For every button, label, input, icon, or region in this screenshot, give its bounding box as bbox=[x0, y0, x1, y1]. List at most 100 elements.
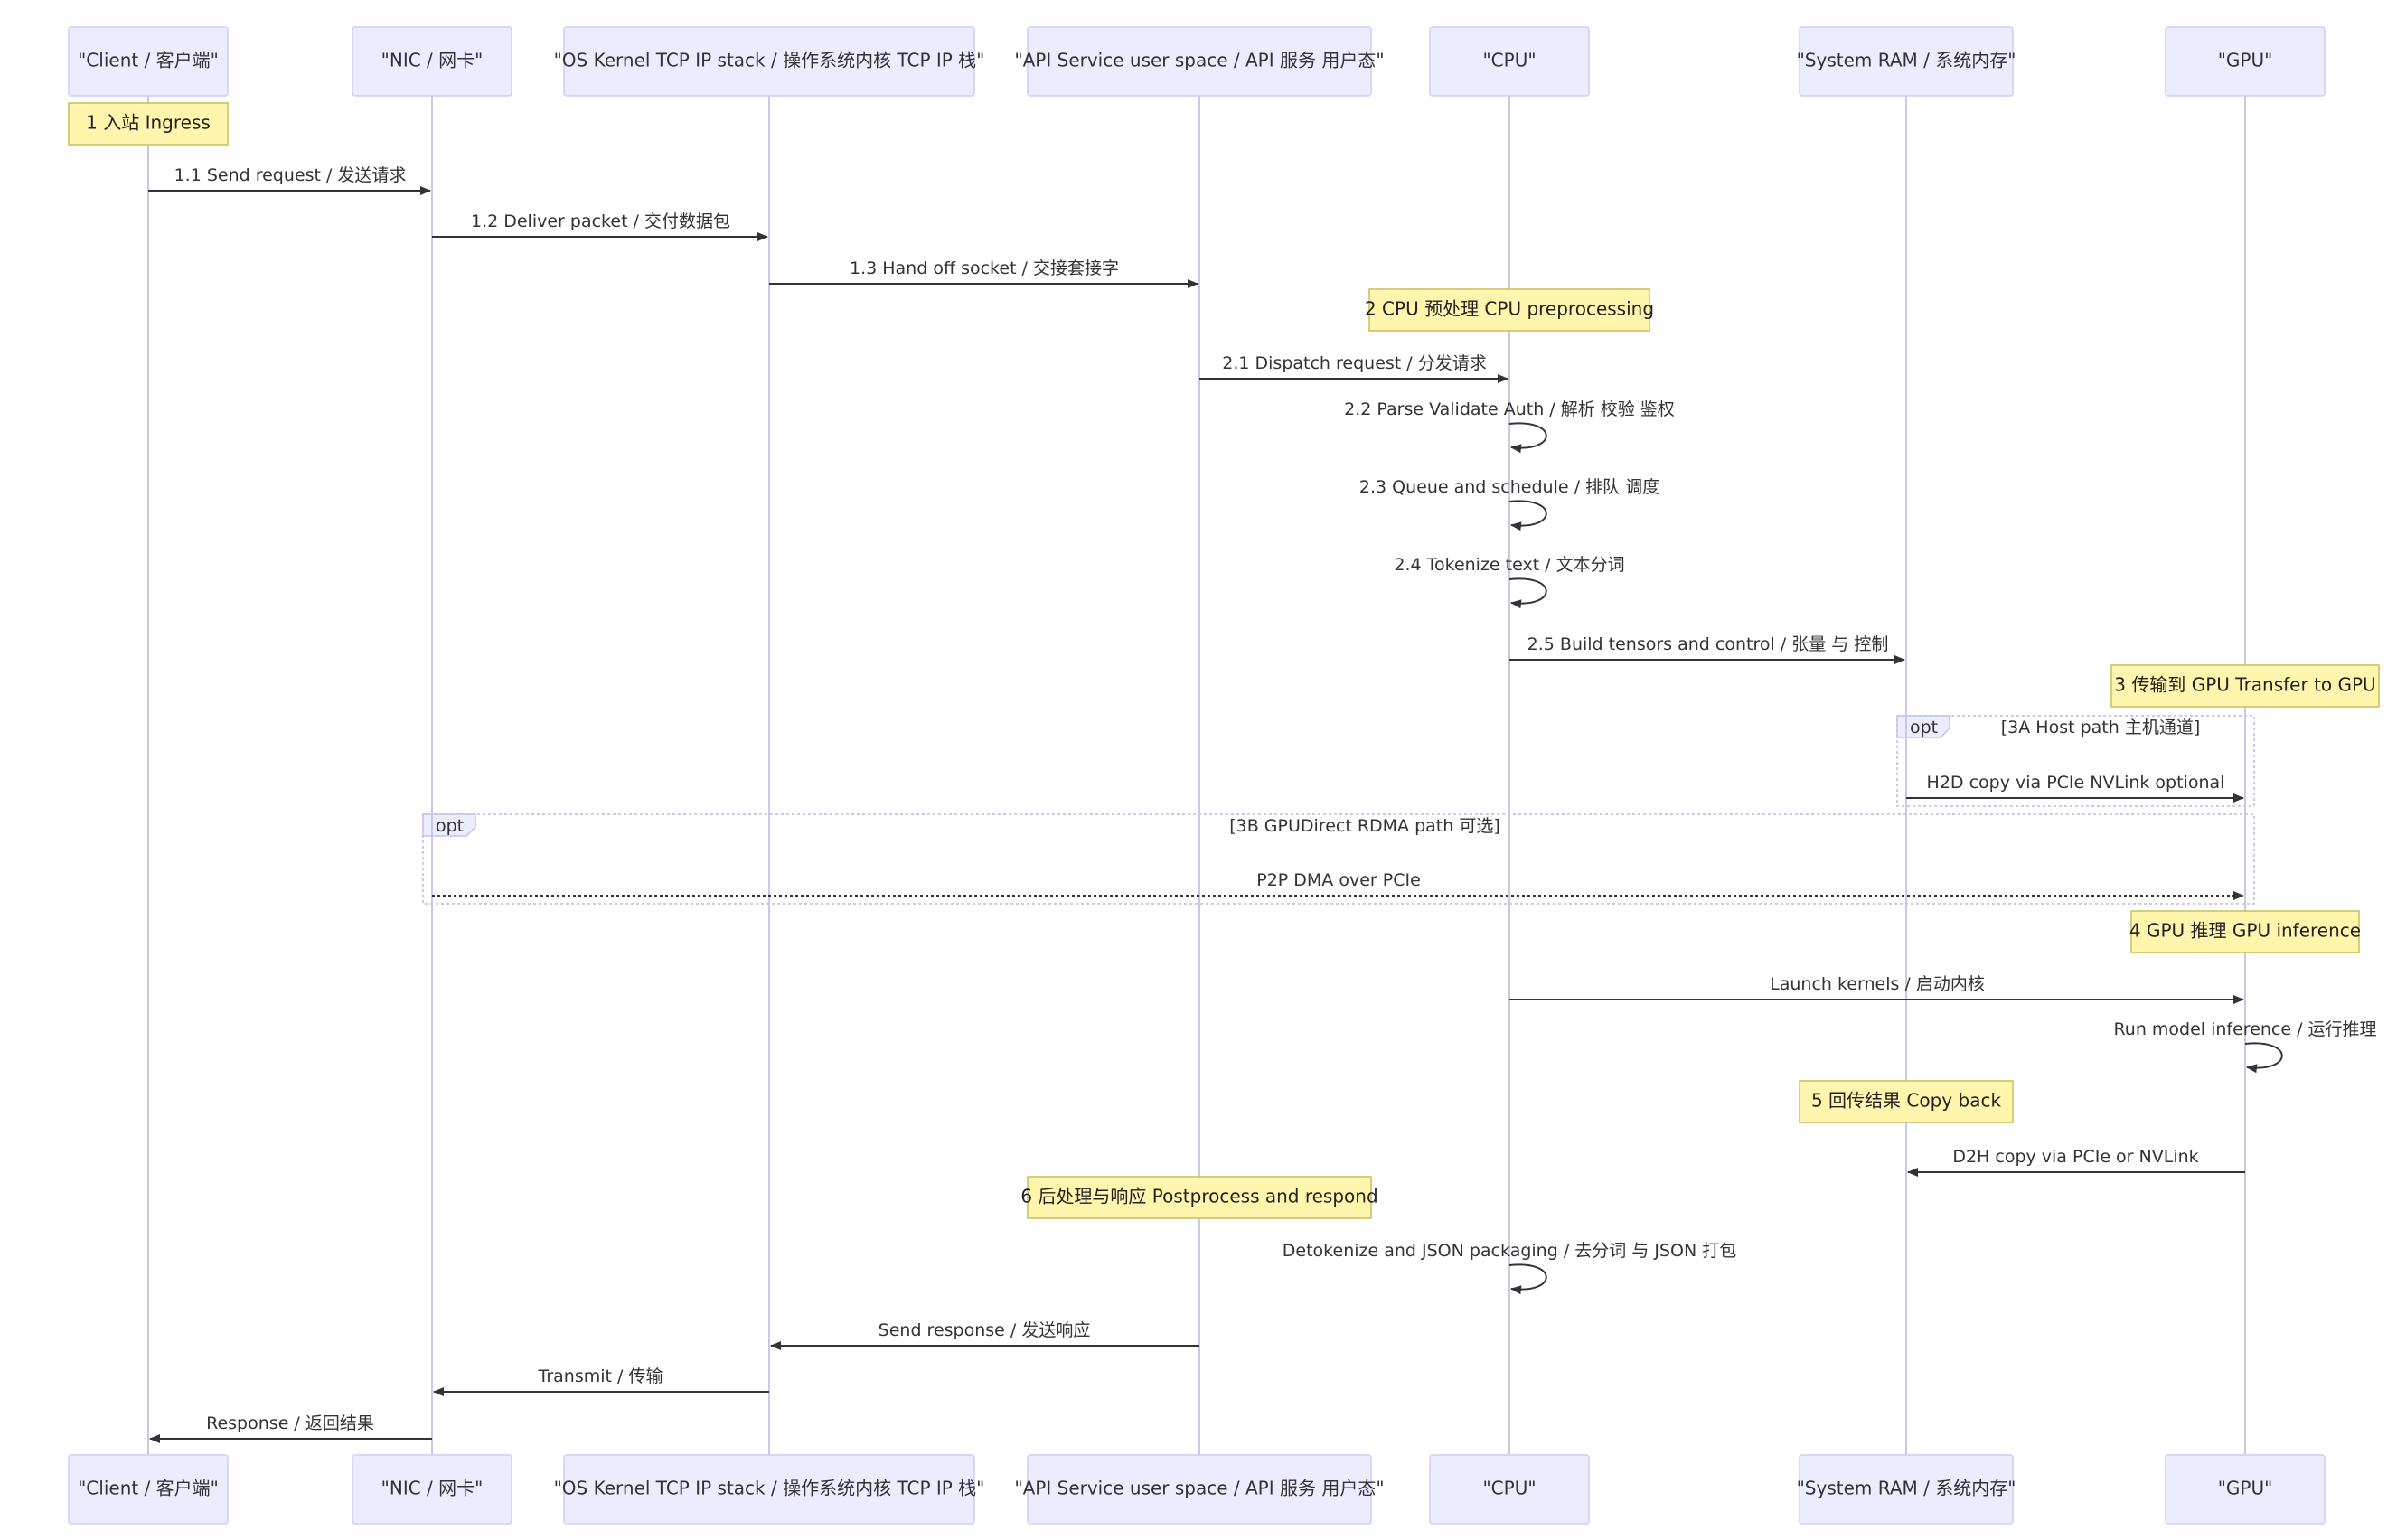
opt-tab bbox=[422, 813, 476, 837]
message-label: Response / 返回结果 bbox=[206, 1413, 374, 1433]
actor-label: "OS Kernel TCP IP stack / 操作系统内核 TCP IP … bbox=[554, 1478, 985, 1499]
opt-tab bbox=[1896, 715, 1950, 738]
actor-label: "GPU" bbox=[2218, 50, 2273, 71]
message-m23: 2.3 Queue and schedule / 排队 调度 bbox=[1359, 477, 1659, 531]
actor-api-bottom: "API Service user space / API 服务 用户态" bbox=[1014, 1454, 1385, 1525]
note-box bbox=[68, 102, 229, 146]
message-label: P2P DMA over PCIe bbox=[1256, 870, 1421, 890]
message-m21: 2.1 Dispatch request / 分发请求 bbox=[1199, 353, 1508, 383]
actor-kernel-bottom: "OS Kernel TCP IP stack / 操作系统内核 TCP IP … bbox=[554, 1454, 985, 1525]
actor-box bbox=[1027, 1454, 1372, 1525]
message-label: 1.2 Deliver packet / 交付数据包 bbox=[471, 211, 730, 231]
actor-box bbox=[2165, 26, 2326, 97]
actor-box bbox=[1429, 1454, 1590, 1525]
actor-label: "API Service user space / API 服务 用户态" bbox=[1014, 50, 1384, 71]
actor-box bbox=[1429, 26, 1590, 97]
message-mlaunch: Launch kernels / 启动内核 bbox=[1509, 974, 2244, 1004]
actor-box bbox=[2165, 1454, 2326, 1525]
actor-box bbox=[1799, 26, 2014, 97]
actor-cpu-bottom: "CPU" bbox=[1429, 1454, 1590, 1525]
actor-gpu-top: "GPU" bbox=[2165, 26, 2326, 97]
message-mrun: Run model inference / 运行推理 bbox=[2113, 1019, 2377, 1074]
message-arrow bbox=[1508, 578, 1547, 609]
note-box bbox=[2110, 664, 2380, 708]
note-box bbox=[2130, 910, 2360, 953]
message-arrow bbox=[1508, 1263, 1547, 1295]
message-label: Run model inference / 运行推理 bbox=[2113, 1019, 2376, 1039]
note-box bbox=[1799, 1080, 2014, 1123]
message-label: 2.4 Tokenize text / 文本分词 bbox=[1394, 555, 1624, 575]
actor-box bbox=[1799, 1454, 2014, 1525]
note-inference: 4 GPU 推理 GPU inference bbox=[2129, 910, 2361, 953]
message-label: Transmit / 传输 bbox=[538, 1366, 663, 1386]
actor-box bbox=[1027, 26, 1372, 97]
message-label: Launch kernels / 启动内核 bbox=[1770, 974, 1985, 994]
opt-frame-opt3a: opt[3A Host path 主机通道] bbox=[1896, 715, 2255, 807]
note-copyback: 5 回传结果 Copy back bbox=[1799, 1080, 2014, 1123]
message-label: Send response / 发送响应 bbox=[879, 1320, 1091, 1340]
note-text: 1 入站 Ingress bbox=[86, 112, 211, 134]
note-text: 3 传输到 GPU Transfer to GPU bbox=[2114, 674, 2375, 696]
opt-label: opt bbox=[1910, 718, 1938, 737]
actor-label: "CPU" bbox=[1482, 1478, 1536, 1499]
actor-box bbox=[352, 26, 512, 97]
opt-frame-border bbox=[422, 813, 2255, 905]
message-label: 1.1 Send request / 发送请求 bbox=[174, 165, 407, 185]
note-text: 6 后处理与响应 Postprocess and respond bbox=[1020, 1186, 1377, 1207]
message-mresponse: Response / 返回结果 bbox=[149, 1413, 432, 1443]
note-ingress: 1 入站 Ingress bbox=[68, 102, 229, 146]
message-label: 2.5 Build tensors and control / 张量 与 控制 bbox=[1527, 634, 1889, 654]
actor-label: "OS Kernel TCP IP stack / 操作系统内核 TCP IP … bbox=[554, 50, 985, 71]
message-label: 2.3 Queue and schedule / 排队 调度 bbox=[1359, 477, 1659, 497]
message-m12: 1.2 Deliver packet / 交付数据包 bbox=[432, 211, 768, 241]
opt-label: opt bbox=[436, 816, 464, 836]
message-label: 1.3 Hand off socket / 交接套接字 bbox=[850, 258, 1119, 278]
opt-frame-opt3b: opt [3B GPUDirect RDMA path 可选] bbox=[422, 813, 2255, 905]
note-postprocess: 6 后处理与响应 Postprocess and respond bbox=[1020, 1176, 1378, 1219]
message-arrow bbox=[1508, 500, 1547, 531]
actor-client-top: "Client / 客户端" bbox=[68, 26, 229, 97]
message-mtransmit: Transmit / 传输 bbox=[433, 1366, 769, 1396]
actor-ram-top: "System RAM / 系统内存" bbox=[1797, 26, 2016, 97]
message-mdetok: Detokenize and JSON packaging / 去分词 与 JS… bbox=[1283, 1241, 1736, 1295]
actor-label: "NIC / 网卡" bbox=[381, 1478, 484, 1499]
actor-label: "Client / 客户端" bbox=[78, 50, 219, 71]
actor-label: "API Service user space / API 服务 用户态" bbox=[1014, 1478, 1384, 1499]
actor-label: "System RAM / 系统内存" bbox=[1797, 50, 2016, 71]
message-m11: 1.1 Send request / 发送请求 bbox=[148, 165, 431, 195]
actor-box bbox=[563, 26, 975, 97]
actor-label: "CPU" bbox=[1482, 50, 1536, 71]
message-md2h: D2H copy via PCIe or NVLink bbox=[1907, 1147, 2245, 1177]
note-cpu-pre: 2 CPU 预处理 CPU preprocessing bbox=[1365, 288, 1654, 332]
actor-label: "GPU" bbox=[2218, 1478, 2273, 1499]
message-m25: 2.5 Build tensors and control / 张量 与 控制 bbox=[1509, 634, 1905, 664]
note-box bbox=[1027, 1176, 1372, 1219]
actor-nic-bottom: "NIC / 网卡" bbox=[352, 1454, 512, 1525]
actor-client-bottom: "Client / 客户端" bbox=[68, 1454, 229, 1525]
actor-cpu-top: "CPU" bbox=[1429, 26, 1590, 97]
message-m22: 2.2 Parse Validate Auth / 解析 校验 鉴权 bbox=[1344, 399, 1675, 454]
message-arrow bbox=[1508, 422, 1547, 454]
actor-box bbox=[68, 1454, 229, 1525]
message-mh2d: H2D copy via PCIe NVLink optional bbox=[1906, 773, 2244, 803]
note-text: 2 CPU 预处理 CPU preprocessing bbox=[1365, 298, 1654, 320]
message-mp2p: P2P DMA over PCIe bbox=[432, 870, 2244, 900]
note-transfer: 3 传输到 GPU Transfer to GPU bbox=[2110, 664, 2380, 708]
message-msend: Send response / 发送响应 bbox=[770, 1320, 1199, 1350]
actor-label: "Client / 客户端" bbox=[78, 1478, 219, 1499]
actor-nic-top: "NIC / 网卡" bbox=[352, 26, 512, 97]
message-m13: 1.3 Hand off socket / 交接套接字 bbox=[769, 258, 1198, 288]
note-box bbox=[1368, 288, 1650, 332]
actor-box bbox=[563, 1454, 975, 1525]
actor-label: "NIC / 网卡" bbox=[381, 50, 484, 71]
opt-condition: [3B GPUDirect RDMA path 可选] bbox=[1229, 816, 1500, 836]
message-label: 2.1 Dispatch request / 分发请求 bbox=[1222, 353, 1486, 373]
message-label: 2.2 Parse Validate Auth / 解析 校验 鉴权 bbox=[1344, 399, 1675, 419]
actor-label: "System RAM / 系统内存" bbox=[1797, 1478, 2016, 1499]
actor-ram-bottom: "System RAM / 系统内存" bbox=[1797, 1454, 2016, 1525]
actor-kernel-top: "OS Kernel TCP IP stack / 操作系统内核 TCP IP … bbox=[554, 26, 985, 97]
note-text: 5 回传结果 Copy back bbox=[1811, 1090, 2001, 1112]
message-label: H2D copy via PCIe NVLink optional bbox=[1927, 773, 2225, 793]
actor-box bbox=[68, 26, 229, 97]
